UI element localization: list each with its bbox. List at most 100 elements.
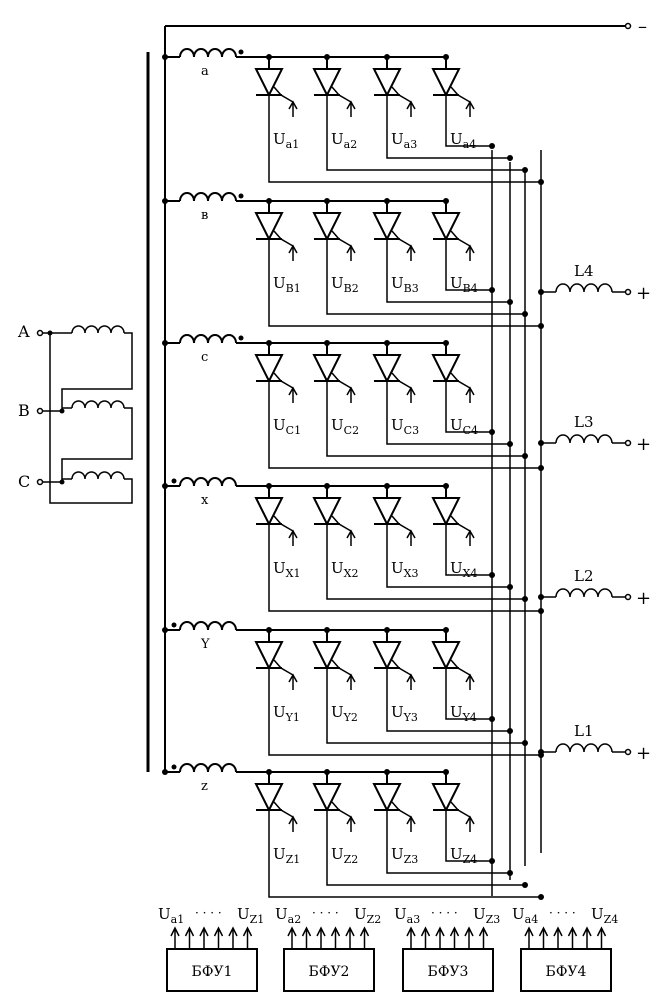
primary-coil-b-icon (71, 400, 125, 409)
thyristor-gate-label: UC2 (331, 416, 359, 437)
polarity-dot (238, 335, 244, 341)
plus-terminal (624, 439, 632, 447)
output-arrow-icon (406, 926, 416, 949)
control-block-name: БФУ3 (428, 964, 469, 980)
control-block-dots: · · · · (195, 906, 222, 920)
output-arrow-icon (330, 926, 341, 949)
control-block-3: БФУ3 Ua3 · · · · UZ3 (394, 905, 500, 992)
output-arrow-icon (596, 926, 607, 949)
winding-label: x (201, 493, 209, 508)
output-arrow-icon (184, 926, 195, 949)
inductor-coil-icon (555, 434, 613, 444)
gate-arrow-icon (346, 673, 356, 683)
winding-label: в (201, 208, 208, 223)
output-arrow-icon (464, 926, 474, 949)
thyristor-gate-label: UC1 (273, 416, 301, 437)
primary-wiring (43, 332, 133, 504)
secondary-coil-icon (179, 763, 237, 773)
output-arrow-icon (524, 926, 534, 949)
control-block-to-label: UZ3 (473, 905, 500, 926)
output-arrow-icon (170, 926, 180, 949)
control-block-from-label: Ua3 (394, 905, 420, 926)
control-block-from-label: Ua2 (275, 905, 301, 926)
polarity-dot (171, 764, 177, 770)
input-terminal-c-label: C (18, 472, 30, 491)
thyristor-gate-label: Ua2 (331, 130, 357, 151)
output-collector-bus (491, 150, 542, 896)
thyristor-gate-label: UY2 (331, 703, 358, 724)
gate-arrow-icon (346, 100, 356, 110)
thyristor-gate-label: UZ1 (273, 845, 300, 866)
control-block-box (520, 948, 612, 992)
output-arrow-icon (301, 926, 312, 949)
primary-winding-group: A B C (17, 322, 133, 504)
output-inductor-L3: L3+ (538, 413, 651, 455)
gate-arrow-icon (288, 386, 298, 396)
minus-terminal (624, 22, 632, 30)
winding-label: a (201, 64, 209, 79)
minus-terminal-label: – (638, 16, 647, 37)
output-arrow-icon (287, 926, 297, 949)
gate-arrow-icon (465, 100, 475, 110)
inductor-coil-icon (555, 588, 613, 598)
gate-arrow-icon (406, 815, 416, 825)
thyristor-gate-label: UX3 (391, 559, 419, 580)
control-block-box (283, 948, 375, 992)
control-block-from-label: Ua1 (158, 905, 184, 926)
thyristor-gate-label: UZ4 (450, 845, 477, 866)
control-block-from-label: Ua4 (512, 905, 538, 926)
output-arrow-icon (242, 926, 253, 949)
output-arrow-icon (567, 926, 578, 949)
control-block-to-label: UZ1 (237, 905, 264, 926)
thyristor-gate-label: UY4 (450, 703, 477, 724)
output-arrow-icon (553, 926, 563, 949)
secondary-common-bus: – (164, 16, 647, 770)
gate-arrow-icon (288, 673, 298, 683)
gate-arrow-icon (406, 673, 416, 683)
output-inductor-L4: L4+ (538, 262, 651, 304)
thyristor-gate-label: UX1 (273, 559, 301, 580)
secondary-coil-icon (179, 192, 237, 202)
gate-arrow-icon (288, 529, 298, 539)
polarity-dot (171, 622, 177, 628)
gate-arrow-icon (406, 386, 416, 396)
control-block-name: БФУ2 (309, 964, 350, 980)
control-block-box (166, 948, 258, 992)
gate-arrow-icon (406, 529, 416, 539)
output-arrow-icon (316, 926, 326, 949)
thyristor-gate-label: UC3 (391, 416, 419, 437)
thyristor-gate-label: UB4 (450, 274, 478, 295)
control-block-name: БФУ4 (546, 964, 587, 980)
control-block-dots: · · · · (431, 906, 458, 920)
thyristor-gate-label: UB3 (391, 274, 419, 295)
thyristor-gate-label: UX4 (450, 559, 478, 580)
control-block-to-label: UZ4 (591, 905, 618, 926)
polarity-dot (171, 478, 177, 484)
gate-arrow-icon (346, 815, 356, 825)
control-block-to-label: UZ2 (354, 905, 381, 926)
thyristor-gate-label: UZ3 (391, 845, 418, 866)
inductor-coil-icon (555, 283, 613, 293)
gate-arrow-icon (465, 815, 475, 825)
thyristor-gate-label: UC4 (450, 416, 478, 437)
output-arrow-icon (582, 926, 592, 949)
output-arrow-icon (538, 926, 549, 949)
gate-arrow-icon (465, 386, 475, 396)
plus-terminal (624, 288, 632, 296)
gate-arrow-icon (346, 529, 356, 539)
thyristor-gate-label: Ua4 (450, 130, 476, 151)
output-arrow-icon (213, 926, 224, 949)
primary-coil-a-icon (71, 325, 125, 334)
primary-coil-c-icon (71, 471, 125, 480)
plus-terminal (624, 748, 632, 756)
secondary-coil-icon (179, 48, 237, 58)
input-terminal-b (36, 407, 44, 415)
winding-label: c (201, 350, 208, 365)
input-terminal-a (36, 329, 44, 337)
gate-arrow-icon (346, 244, 356, 254)
